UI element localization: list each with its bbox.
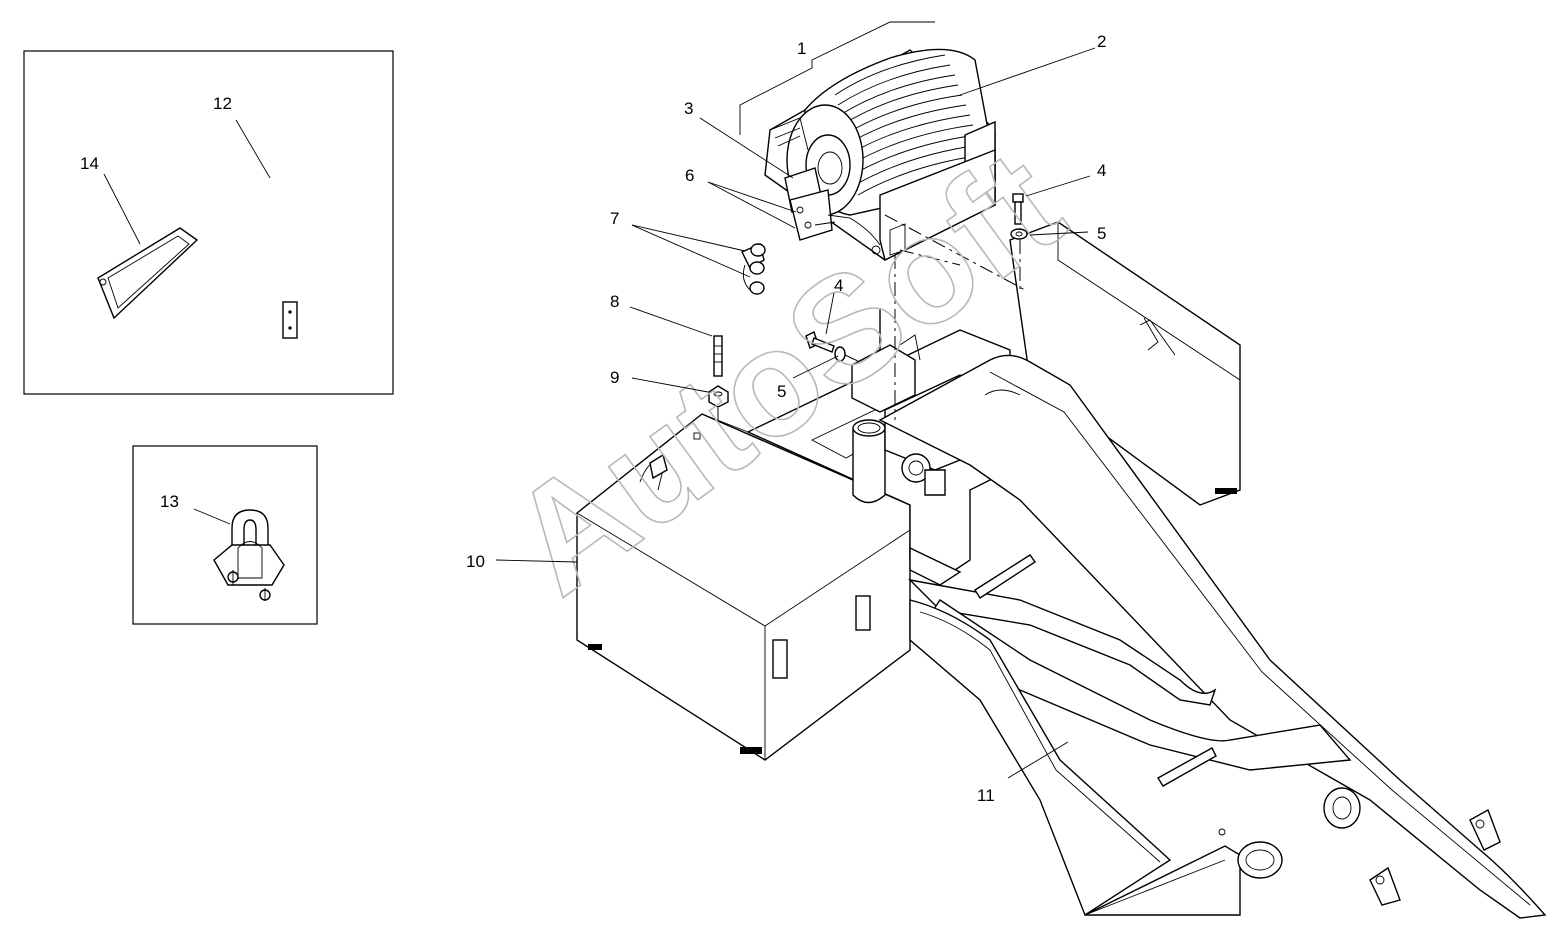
callout-5-lower: 5 — [777, 382, 786, 401]
callout-3: 3 — [684, 99, 693, 118]
bolt-4-upper — [1012, 193, 1024, 225]
fittings-part — [741, 243, 766, 295]
wire-rope-clip-part — [213, 509, 285, 601]
pedestal-tube — [852, 419, 886, 504]
reflector-part — [97, 227, 199, 320]
callout-labels: 1 2 3 4 5 6 7 4 8 9 5 10 11 12 13 14 — [80, 32, 1106, 805]
callout-6: 6 — [685, 166, 694, 185]
callout-2: 2 — [1097, 32, 1106, 51]
bolt-4-lower — [805, 331, 835, 353]
callout-4-lower: 4 — [834, 276, 843, 295]
inset-box-reflector-rod — [23, 50, 394, 395]
nut-9 — [708, 385, 729, 408]
boom-part — [878, 354, 1547, 919]
callout-11: 11 — [977, 786, 995, 805]
callout-5-upper: 5 — [1097, 224, 1106, 243]
callout-12: 12 — [213, 94, 232, 113]
callout-8: 8 — [610, 292, 619, 311]
washer-5-lower — [834, 346, 846, 362]
bent-rod-part — [202, 149, 326, 339]
ballast-box-part — [576, 413, 911, 761]
callout-10: 10 — [466, 552, 485, 571]
leader-lines — [495, 21, 1096, 779]
callout-13: 13 — [160, 492, 179, 511]
callout-4-upper: 4 — [1097, 161, 1106, 180]
washer-5-upper — [1010, 228, 1028, 240]
center-lines — [717, 214, 1026, 420]
callout-14: 14 — [80, 154, 99, 173]
winch-part — [764, 48, 996, 262]
callout-1: 1 — [797, 39, 806, 58]
callout-7: 7 — [610, 209, 619, 228]
inset-box-wire-clip — [132, 445, 318, 625]
callout-9: 9 — [610, 368, 619, 387]
stud-8 — [713, 335, 723, 377]
